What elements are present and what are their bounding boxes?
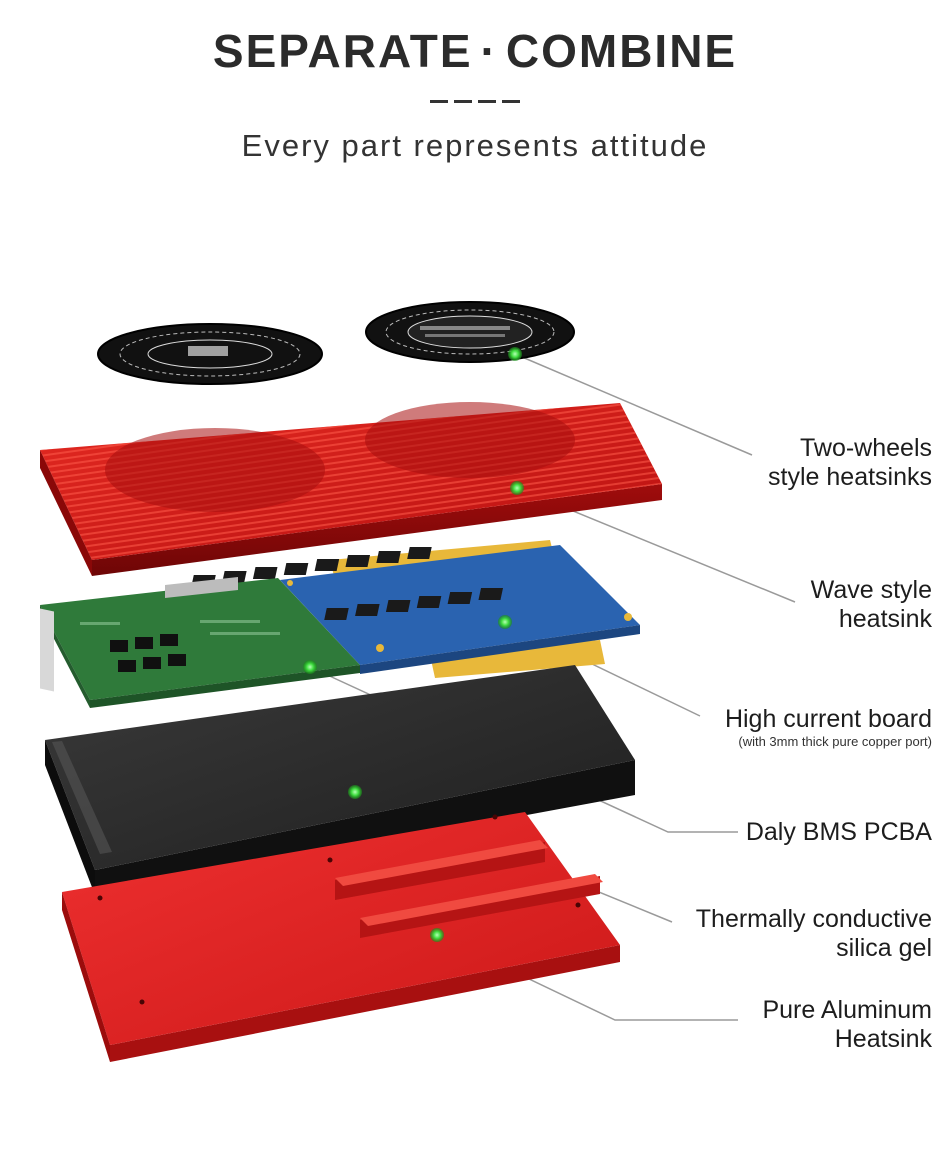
callout-two-wheels-line2: style heatsinks: [768, 463, 932, 492]
callout-two-wheels-line1: Two-wheels: [768, 434, 932, 463]
callout-high-current-board-note: (with 3mm thick pure copper port): [725, 734, 932, 750]
callout-high-current-board: High current board (with 3mm thick pure …: [725, 705, 932, 750]
marker-two-wheels: [508, 347, 522, 361]
wave-heatsink: [40, 402, 662, 576]
callout-aluminum-base-line2: Heatsink: [762, 1025, 932, 1054]
callout-aluminum-base-line1: Pure Aluminum: [762, 996, 932, 1025]
marker-high-current-board: [498, 615, 512, 629]
wheel-heatsink-right: [366, 302, 574, 362]
marker-wave-heatsink: [510, 481, 524, 495]
wheel-heatsink-left: [98, 324, 322, 384]
callout-high-current-board-line1: High current board: [725, 705, 932, 734]
callout-aluminum-base: Pure Aluminum Heatsink: [762, 996, 932, 1054]
marker-bms-pcba: [303, 660, 317, 674]
marker-silica-gel: [348, 785, 362, 799]
callout-bms-pcba-line1: Daly BMS PCBA: [746, 818, 932, 847]
callout-silica-gel-line1: Thermally conductive: [696, 905, 932, 934]
callout-bms-pcba: Daly BMS PCBA: [746, 818, 932, 847]
callout-wave-heatsink: Wave style heatsink: [811, 576, 932, 634]
marker-aluminum-base: [430, 928, 444, 942]
callout-silica-gel: Thermally conductive silica gel: [696, 905, 932, 963]
callout-wave-heatsink-line2: heatsink: [811, 605, 932, 634]
callout-wave-heatsink-line1: Wave style: [811, 576, 932, 605]
callout-silica-gel-line2: silica gel: [696, 934, 932, 963]
callout-two-wheels: Two-wheels style heatsinks: [768, 434, 932, 492]
